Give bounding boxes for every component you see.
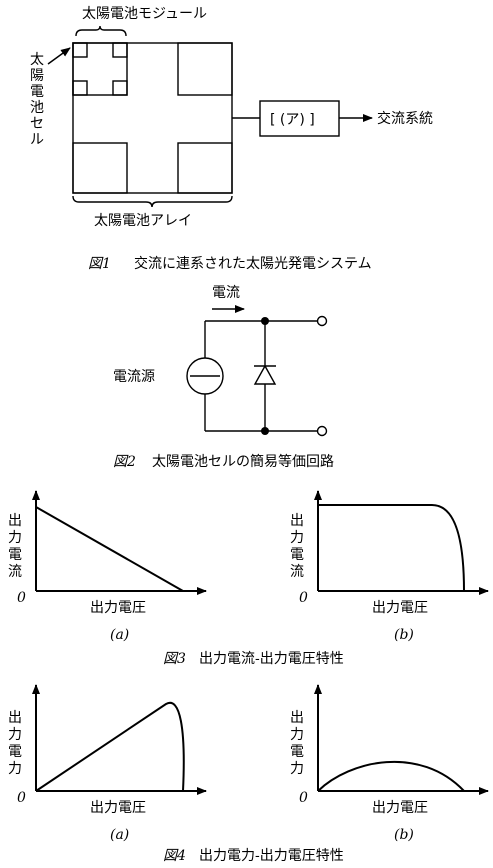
diode-symbol: [253, 364, 277, 385]
terminal: [316, 425, 328, 437]
figure-4: 出力電力 0 出力電圧 (a) 出力電力 0 出力電圧 (b) 図4 出力電力-…: [8, 684, 489, 864]
cell-square: [112, 42, 128, 58]
fig3a-origin: 0: [17, 590, 26, 606]
fig4a-curve: [35, 701, 185, 792]
fig4b-xlabel: 出力電圧: [372, 800, 428, 816]
fig3a-xlabel: 出力電圧: [90, 600, 146, 616]
fig3b-curve: [318, 504, 465, 592]
terminal: [316, 315, 328, 327]
array-label: 太陽電池アレイ: [94, 213, 192, 229]
module-label: 太陽電池モジュール: [82, 6, 207, 22]
array-brace: [72, 195, 233, 208]
fig2-caption-num: 図2: [113, 454, 136, 470]
fig1-caption-num: 図1: [88, 256, 111, 272]
module-top-right: [177, 42, 233, 96]
figure-2: 電流 電流源 図2 太陽電池セルの簡易等価回路: [113, 285, 334, 470]
fig4b-curve: [317, 760, 465, 792]
box-a-label: [ (ア) ]: [270, 112, 315, 128]
cell-square: [72, 80, 88, 96]
fig4b-ylabel: 出力電力: [290, 710, 304, 777]
cell-label: 太 陽 電 池 セ ル: [30, 52, 48, 148]
array-outline: [72, 42, 233, 194]
fig3b-origin: 0: [299, 590, 308, 606]
module-brace: [75, 25, 127, 37]
cell-square: [72, 42, 88, 58]
module-top-left: [72, 42, 128, 96]
fig4b-origin: 0: [299, 790, 308, 806]
fig3-caption-num: 図3: [163, 651, 186, 667]
fig3b-ylabel: 出力電流: [290, 513, 304, 580]
fig4a-xlabel: 出力電圧: [90, 800, 146, 816]
fig4a-origin: 0: [17, 790, 26, 806]
figure-3: 出力電流 0 出力電圧 (a) 出力電流 0 出力電圧 (b) 図3 出力電流-…: [8, 490, 489, 667]
figure-1: 太陽電池モジュール 太 陽 電 池 セ ル 太陽電池アレイ [ (ア) ]: [30, 6, 433, 272]
current-label: 電流: [212, 285, 240, 301]
fig3b-sub: (b): [394, 627, 414, 643]
cell-arrow: [47, 47, 71, 65]
fig4b-sub: (b): [394, 827, 414, 843]
module-bottom-left: [72, 142, 128, 194]
fig3a-ylabel: 出力電流: [8, 513, 22, 580]
fig1-caption-text: 交流に連系された太陽光発電システム: [134, 255, 372, 272]
current-source-symbol: [186, 357, 224, 395]
fig3a-curve: [35, 506, 184, 592]
source-label: 電流源: [113, 369, 155, 385]
fig3-caption-text: 出力電流-出力電圧特性: [199, 651, 344, 667]
fig4-caption-num: 図4: [163, 848, 186, 864]
fig4a-ylabel: 出力電力: [8, 710, 22, 777]
fig3a-sub: (a): [110, 627, 129, 643]
fig2-caption-text: 太陽電池セルの簡易等価回路: [152, 453, 334, 470]
fig4-caption-text: 出力電力-出力電圧特性: [199, 848, 344, 864]
grid-label: 交流系統: [377, 110, 433, 127]
junction-dot: [261, 427, 269, 435]
fig4a-sub: (a): [110, 827, 129, 843]
junction-dot: [261, 317, 269, 325]
module-bottom-right: [177, 142, 233, 194]
fig3b-xlabel: 出力電圧: [372, 600, 428, 616]
cell-square: [112, 80, 128, 96]
